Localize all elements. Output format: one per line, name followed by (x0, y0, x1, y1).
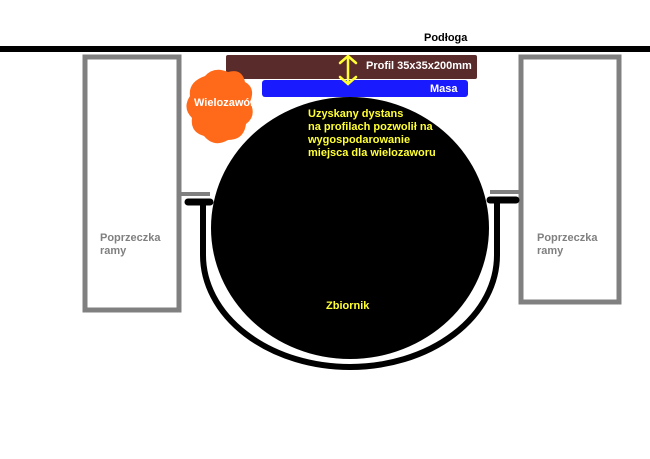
mass-bar (262, 80, 468, 97)
profile-label: Profil 35x35x200mm (366, 60, 472, 72)
crossbar-right (518, 54, 622, 305)
crossbar-left-label: Poprzeczka ramy (100, 232, 161, 257)
mass-label: Masa (430, 83, 458, 95)
distance-note-line: wygospodarowanie (308, 134, 411, 146)
distance-note-line: miejsca dla wielozaworu (308, 147, 436, 159)
distance-note: Uzyskany dystans na profilach pozwolił n… (308, 108, 458, 160)
tank (211, 97, 489, 359)
floor-line (0, 46, 650, 52)
distance-note-line: Uzyskany dystans (308, 108, 404, 120)
tank-strap (200, 202, 500, 370)
profile-bar (226, 55, 477, 79)
tank-label: Zbiornik (326, 300, 370, 312)
multivalve-icon (186, 69, 253, 144)
crossbar-left (82, 54, 182, 313)
distance-note-line: na profilach pozwolił na (308, 121, 433, 133)
multivalve-label: Wielozawór (194, 97, 255, 109)
crossbar-right-label: Poprzeczka ramy (537, 232, 598, 257)
distance-arrow (338, 54, 358, 86)
floor-label: Podłoga (424, 32, 468, 44)
